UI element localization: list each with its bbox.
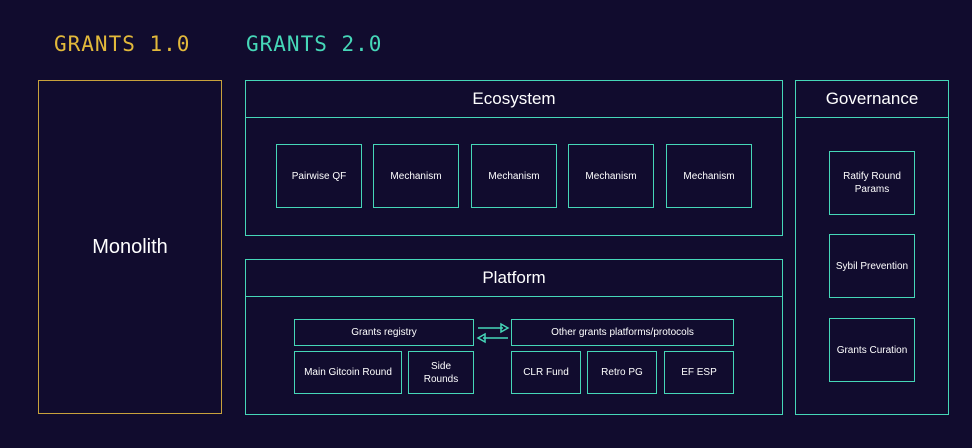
pairwise-qf-box: Pairwise QF <box>276 144 362 208</box>
bidirectional-arrow-icon <box>476 322 510 344</box>
mechanism-box: Mechanism <box>568 144 654 208</box>
monolith-label: Monolith <box>92 235 168 258</box>
grants-2-heading: GRANTS 2.0 <box>246 32 383 56</box>
grants-registry-box: Grants registry <box>294 319 474 346</box>
retro-pg-box: Retro PG <box>587 351 657 394</box>
grants-1-heading: GRANTS 1.0 <box>54 32 191 56</box>
ef-esp-box: EF ESP <box>664 351 734 394</box>
mechanism-box: Mechanism <box>471 144 557 208</box>
platform-panel: Platform <box>245 259 783 415</box>
monolith-box: Monolith <box>38 80 222 414</box>
main-gitcoin-round-box: Main Gitcoin Round <box>294 351 402 394</box>
governance-panel: Governance <box>795 80 949 415</box>
platform-title: Platform <box>246 260 782 297</box>
grants-curation-box: Grants Curation <box>829 318 915 382</box>
ecosystem-panel: Ecosystem <box>245 80 783 236</box>
mechanism-box: Mechanism <box>373 144 459 208</box>
other-platforms-box: Other grants platforms/protocols <box>511 319 734 346</box>
side-rounds-box: Side Rounds <box>408 351 474 394</box>
sybil-prevention-box: Sybil Prevention <box>829 234 915 298</box>
ecosystem-title: Ecosystem <box>246 81 782 118</box>
mechanism-box: Mechanism <box>666 144 752 208</box>
clr-fund-box: CLR Fund <box>511 351 581 394</box>
ratify-round-params-box: Ratify Round Params <box>829 151 915 215</box>
governance-title: Governance <box>796 81 948 118</box>
